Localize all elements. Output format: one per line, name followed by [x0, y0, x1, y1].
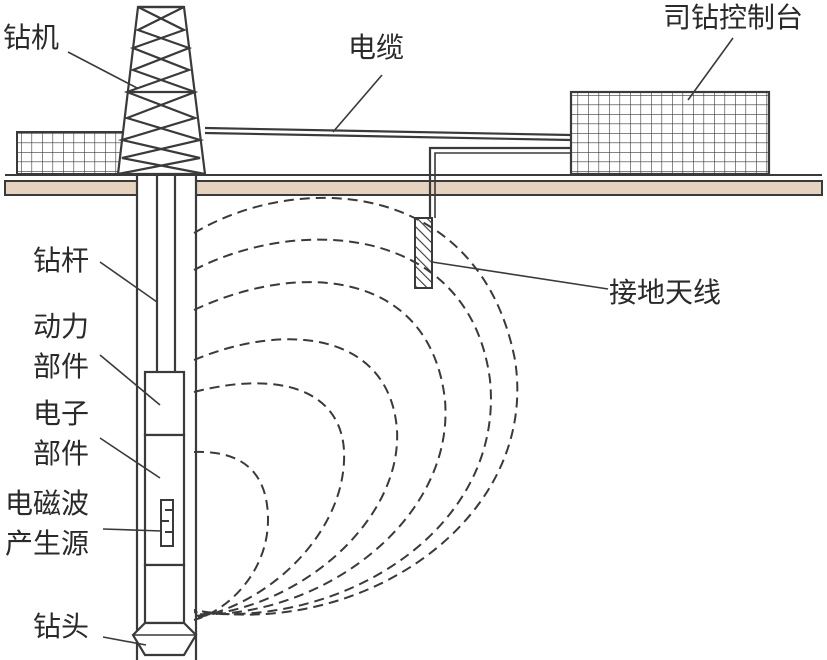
drill-bit	[131, 621, 198, 657]
downhole-tool	[131, 370, 198, 657]
ground-strip	[4, 180, 823, 196]
label-em-source-1: 电磁波	[5, 487, 89, 520]
label-console: 司钻控制台	[663, 1, 803, 34]
power-unit	[143, 370, 186, 437]
ground-antenna	[414, 217, 433, 289]
label-drill-bit: 钻头	[33, 610, 89, 643]
label-drill-rod: 钻杆	[33, 244, 89, 277]
antenna-cable	[428, 146, 571, 218]
label-electronic-unit-1: 电子	[33, 397, 89, 430]
label-power-unit-1: 动力	[33, 310, 89, 343]
cable	[204, 126, 572, 137]
lower-section	[143, 563, 186, 625]
em-field-lines	[193, 196, 519, 621]
drill-rod	[155, 175, 177, 372]
left-building	[16, 131, 126, 175]
cable-underline	[204, 131, 572, 142]
console-building	[569, 90, 771, 176]
label-cable: 电缆	[348, 31, 404, 64]
leader-lines	[67, 37, 734, 646]
label-em-source-2: 产生源	[5, 527, 89, 560]
label-ground-antenna: 接地天线	[609, 276, 721, 309]
em-source	[160, 499, 174, 547]
borehole	[135, 175, 198, 660]
label-electronic-unit-2: 部件	[33, 437, 89, 470]
label-rig: 钻机	[3, 21, 59, 54]
derrick	[116, 5, 207, 176]
label-power-unit-2: 部件	[33, 350, 89, 383]
